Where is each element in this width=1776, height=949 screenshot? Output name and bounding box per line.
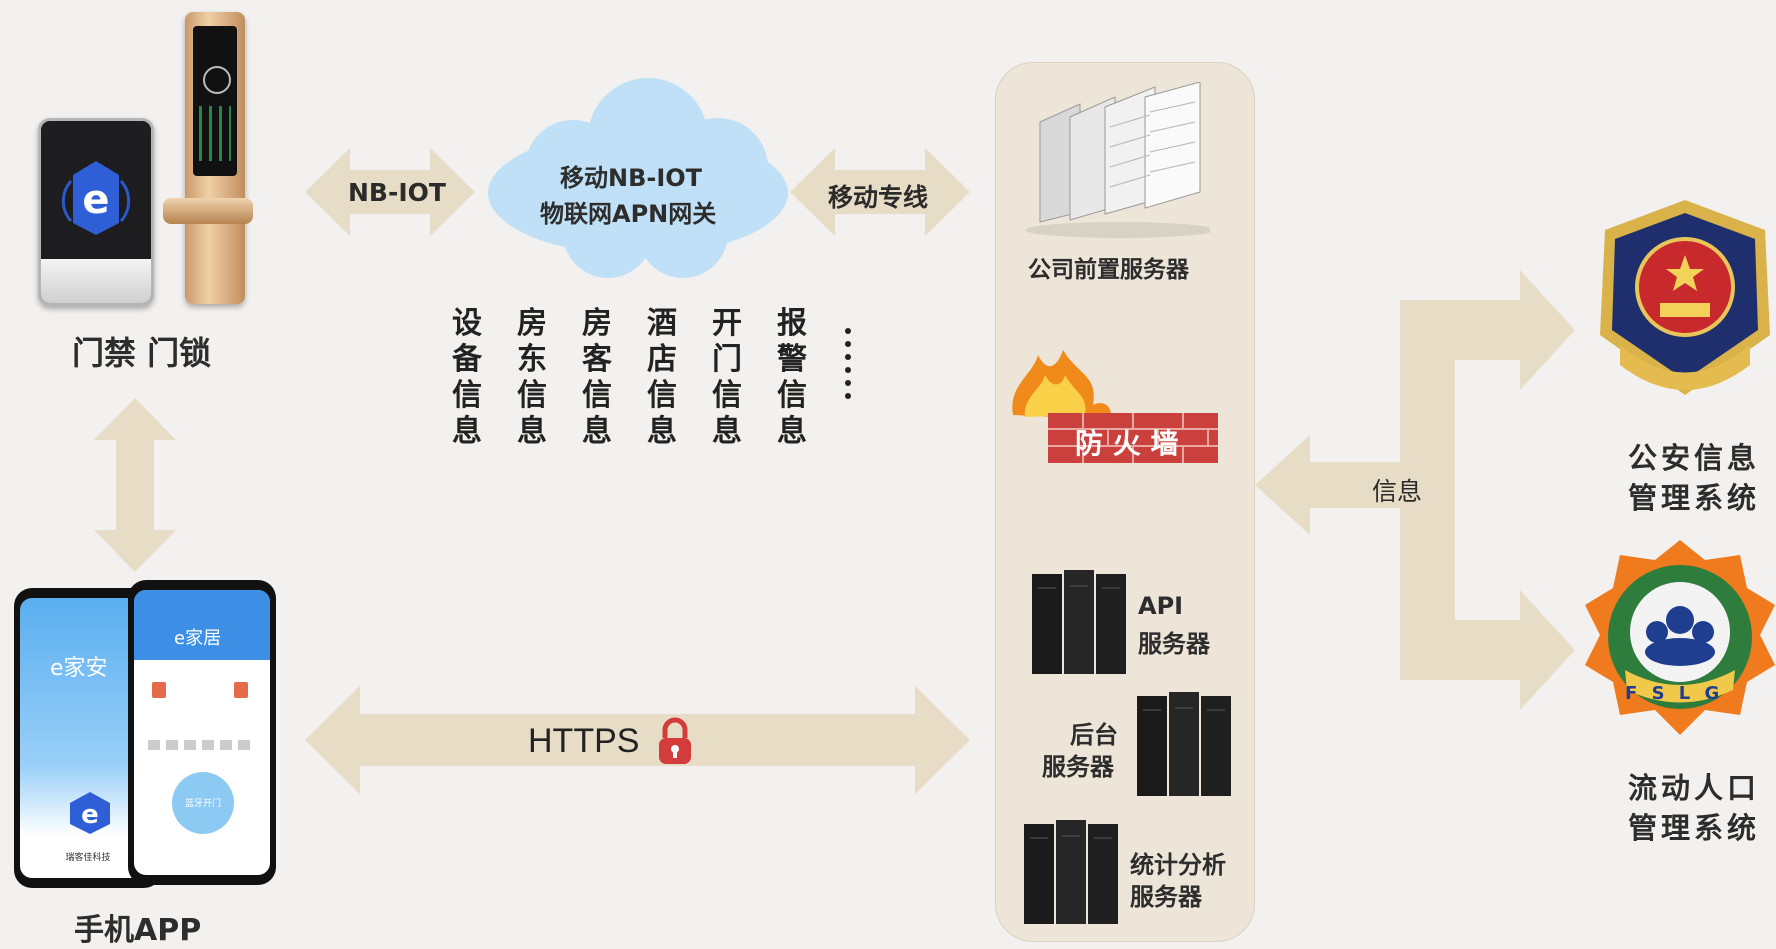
floating-population-emblem-icon [1585, 540, 1775, 735]
info-col-alarm: 报警信息 [777, 306, 807, 449]
stats-server-line2: 服务器 [1130, 883, 1202, 911]
app-logo-icon: e [70, 792, 110, 834]
app-label: 手机APP [74, 913, 202, 948]
firewall-label: 防 火 墙 [1075, 427, 1179, 460]
stats-server-icon [1024, 820, 1118, 924]
backend-server-line2: 服务器 [1042, 753, 1114, 781]
info-col-landlord: 房东信息 [517, 306, 547, 449]
svg-text:e: e [82, 177, 109, 223]
nbiot-arrow-label: NB-IOT [348, 178, 446, 207]
phone1-brand: e家安 [50, 656, 108, 681]
police-emblem-icon [1600, 200, 1770, 395]
dedicated-line-label: 移动专线 [828, 183, 929, 212]
api-server-line2: 服务器 [1138, 630, 1210, 658]
lock-app-arrow [94, 398, 176, 572]
cloud-line1: 移动NB-IOT [560, 164, 703, 192]
firewall-icon [1012, 350, 1218, 463]
info-arrow-label: 信息 [1372, 477, 1423, 506]
police-system-line2: 管理系统 [1628, 481, 1761, 515]
floating-system-line2: 管理系统 [1628, 811, 1761, 845]
info-col-device: 设备信息 [452, 306, 482, 449]
nbiot-arrow [305, 148, 475, 236]
stats-server-line1: 统计分析 [1130, 851, 1226, 879]
phone2-brand: e家居 [174, 628, 222, 649]
cloud-icon [488, 78, 788, 278]
front-server-label: 公司前置服务器 [1028, 257, 1189, 283]
smart-door-lock [163, 12, 253, 304]
api-server-line1: API [1138, 592, 1184, 620]
info-col-tenant: 房客信息 [582, 306, 612, 449]
ellipsis-vertical [845, 328, 851, 406]
backend-server-icon [1137, 692, 1231, 796]
dedicated-line-arrow [790, 148, 970, 236]
front-server-icon [1025, 82, 1210, 238]
e-logo-icon: e [61, 161, 131, 235]
https-arrow [305, 686, 970, 794]
phone1-footer: 瑞客佳科技 [65, 853, 111, 863]
backend-server-line1: 后台 [1070, 721, 1118, 749]
card-reader: e [38, 118, 154, 306]
door-lock-label: 门禁 门锁 [72, 334, 212, 372]
info-col-unlock: 开门信息 [712, 306, 742, 449]
api-server-icon [1032, 570, 1126, 674]
lock-icon [659, 717, 691, 764]
floating-badge-text: F S L G [1625, 683, 1724, 704]
info-col-hotel: 酒店信息 [647, 306, 677, 449]
phone-right: e家居 蓝牙开门 [128, 580, 276, 885]
svg-text:e: e [81, 800, 99, 830]
police-system-line1: 公安信息 [1628, 441, 1761, 475]
phone2-unlock-text: 蓝牙开门 [184, 799, 221, 809]
https-label: HTTPS [528, 722, 640, 760]
info-branch-arrow [1255, 270, 1575, 710]
cloud-line2: 物联网APN网关 [540, 200, 717, 228]
floating-system-line1: 流动人口 [1628, 771, 1761, 805]
